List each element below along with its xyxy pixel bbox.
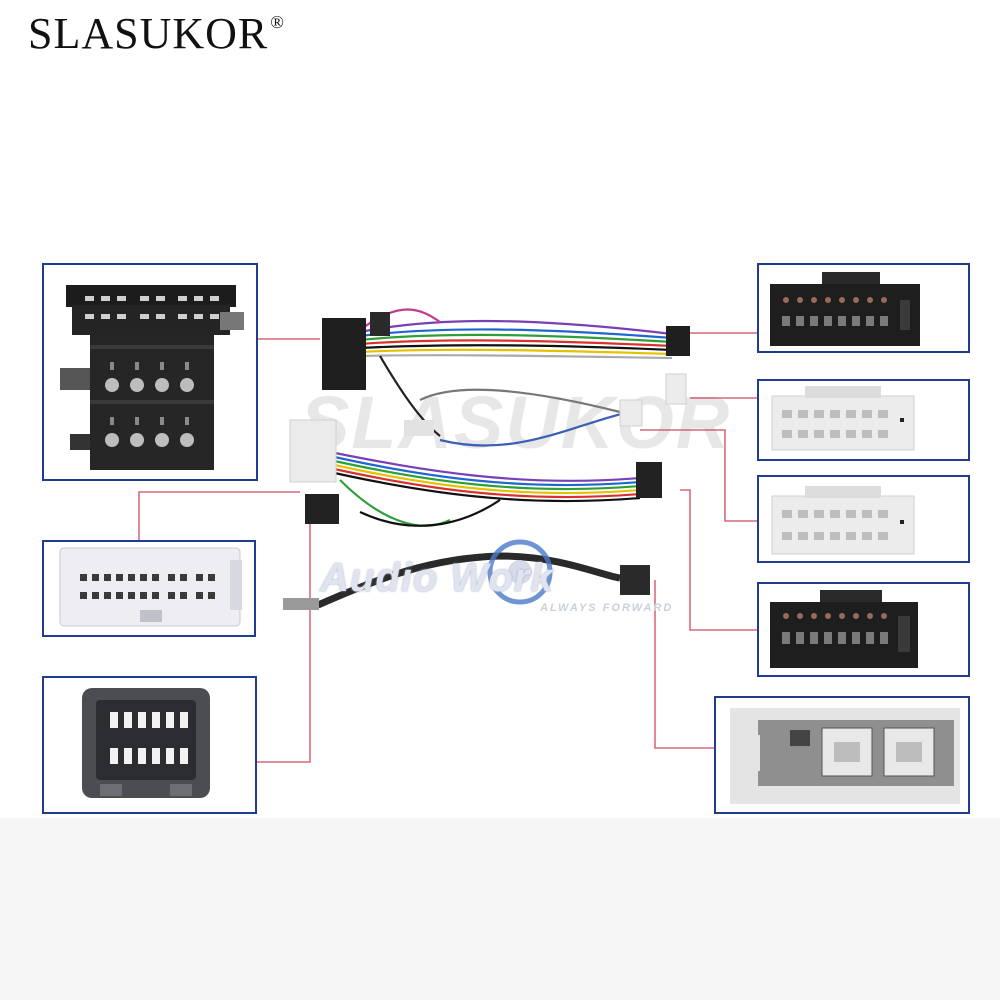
- black-16pin-connector-top: [770, 272, 920, 346]
- iso-connector: [60, 285, 244, 470]
- white-connector-a: [771, 386, 915, 451]
- black-16pin-connector-bottom: [770, 590, 918, 668]
- white-16pin-connector: [59, 547, 242, 627]
- white-connector-b: [771, 486, 915, 555]
- brand-name: SLASUKOR: [28, 9, 269, 58]
- antenna-connector: [730, 708, 960, 804]
- gray-12pin-connector: [82, 688, 210, 798]
- watermark-logo-tagline: ALWAYS FORWARD: [540, 602, 674, 614]
- registered-mark: ®: [270, 12, 285, 32]
- wire-harness: [316, 308, 673, 609]
- harness-connectors: [283, 312, 690, 610]
- watermark-text: SLASUKOR: [300, 381, 732, 464]
- bottom-background-band: [0, 818, 1000, 1000]
- watermark-logo-text: Audio Work: [320, 556, 554, 600]
- audio-work-logo-mark: [487, 539, 553, 605]
- brand-logo: SLASUKOR®: [28, 8, 285, 59]
